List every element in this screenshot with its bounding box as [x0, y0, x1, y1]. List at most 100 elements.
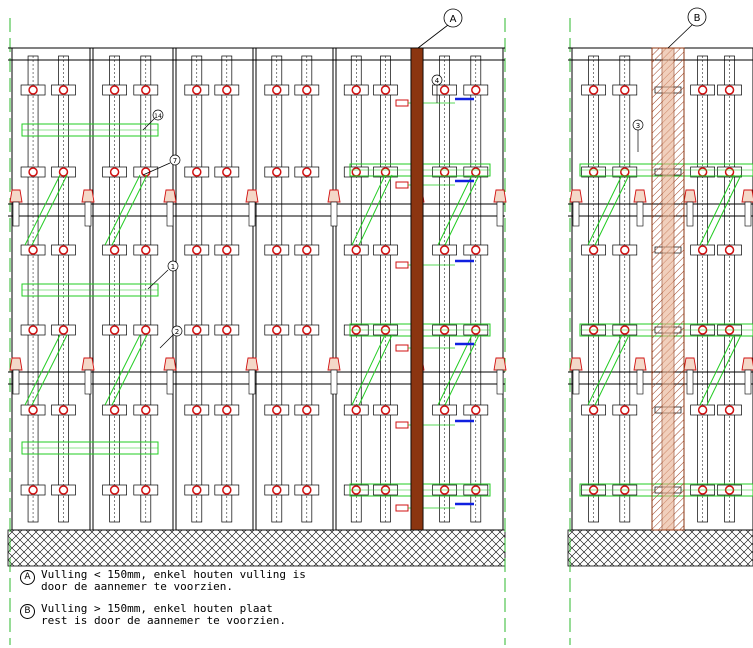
tie-nut — [192, 325, 202, 335]
tie-plate — [133, 404, 159, 416]
callout-b-label: B — [694, 13, 701, 24]
tie-nut — [28, 167, 38, 177]
diagonal-brace — [444, 334, 480, 406]
tie-nut — [471, 245, 481, 255]
clamp-bolt — [744, 369, 752, 395]
tie-nut — [351, 245, 361, 255]
wedge-clamp — [245, 189, 259, 203]
tie-plate — [102, 484, 127, 496]
wedge-clamp — [81, 357, 95, 371]
wedge-clamp — [163, 357, 177, 371]
callout-2: 2 — [159, 325, 183, 349]
tie-nut — [141, 485, 151, 495]
diagonal-brace — [437, 334, 473, 406]
tie-plate — [102, 404, 127, 416]
diagonal-brace — [31, 334, 68, 406]
tie-plate — [51, 484, 76, 496]
tie-plate — [20, 404, 46, 416]
diagonal-brace — [587, 174, 623, 246]
tie-plate — [264, 484, 290, 496]
callout-1: 1 — [147, 260, 179, 290]
tie-nut — [380, 85, 391, 95]
clamp-bolt — [572, 369, 580, 395]
panel-frame — [175, 47, 254, 531]
tie-plate — [581, 404, 606, 416]
tie-plate — [214, 166, 240, 178]
svg-text:3: 3 — [636, 122, 640, 130]
tie-plate — [20, 244, 46, 256]
tie-plate — [133, 244, 159, 256]
tie-nut — [192, 405, 202, 415]
callout-7: 7 — [142, 154, 181, 176]
notes: A Vulling < 150mm, enkel houten vulling … — [20, 569, 420, 633]
tie-plate — [214, 404, 240, 416]
clamp-bolt — [248, 201, 256, 227]
svg-text:7: 7 — [173, 157, 177, 165]
note-b-line2: rest is door de aannemer te voorzien. — [41, 614, 287, 627]
tie-plate — [432, 166, 457, 178]
tie-nut — [58, 245, 69, 255]
tie-plate — [612, 244, 638, 256]
diagonal-brace — [111, 334, 148, 406]
tie-plate — [20, 166, 46, 178]
diagonal-brace — [358, 334, 393, 406]
panel-frame — [683, 47, 753, 531]
tie-plate — [717, 244, 742, 256]
tie-nut — [471, 405, 481, 415]
wedge-clamp — [683, 357, 697, 371]
clamp-bolt — [744, 201, 752, 227]
tie-nut — [58, 167, 69, 177]
tie-nut — [302, 485, 312, 495]
tie-plate — [612, 166, 638, 178]
tie-nut — [28, 245, 38, 255]
tie-nut — [724, 245, 735, 255]
tie-nut — [192, 485, 202, 495]
tie-plate — [102, 166, 127, 178]
tie-plate — [373, 404, 398, 416]
tie-nut — [272, 167, 282, 177]
tie-nut — [272, 405, 282, 415]
tie-nut — [222, 245, 232, 255]
clamp-bolt — [636, 201, 644, 227]
callout-3: 3 — [632, 119, 644, 152]
tie-plate — [51, 404, 76, 416]
clamp-bolt — [248, 369, 256, 395]
svg-text:4: 4 — [435, 77, 440, 85]
tie-nut — [28, 85, 38, 95]
clamp-bolt — [330, 369, 338, 395]
callout-14: 14 — [142, 109, 164, 131]
tie-plate — [20, 324, 46, 336]
tie-plate — [690, 244, 715, 256]
tie-plate — [264, 244, 290, 256]
tie-nut — [58, 485, 69, 495]
tie-nut — [58, 405, 69, 415]
diagonal-brace — [351, 174, 386, 246]
tie-plate — [690, 84, 715, 96]
tie-nut — [222, 325, 232, 335]
tie-plate — [612, 404, 638, 416]
tie-plate — [102, 84, 127, 96]
tie-rod-end — [395, 421, 409, 429]
filler-strip-b-core — [661, 47, 675, 531]
filler-strip-a — [410, 47, 424, 531]
tie-plate — [264, 324, 290, 336]
tie-plate — [717, 84, 742, 96]
tie-plate — [294, 484, 320, 496]
diagonal-brace — [594, 334, 630, 406]
tie-plate — [51, 324, 76, 336]
tie-nut — [141, 405, 151, 415]
wedge-clamp — [81, 189, 95, 203]
tie-nut — [302, 325, 312, 335]
tie-plate — [463, 244, 489, 256]
tie-nut — [222, 485, 232, 495]
tie-nut — [109, 485, 120, 495]
tie-plate — [463, 84, 489, 96]
tie-nut — [222, 85, 232, 95]
tie-plate — [612, 84, 638, 96]
wedge-clamp — [683, 189, 697, 203]
tie-plate — [690, 166, 715, 178]
clamp-bolt — [166, 369, 174, 395]
callout-a-label: A — [450, 14, 457, 25]
clamp-bolt — [330, 201, 338, 227]
